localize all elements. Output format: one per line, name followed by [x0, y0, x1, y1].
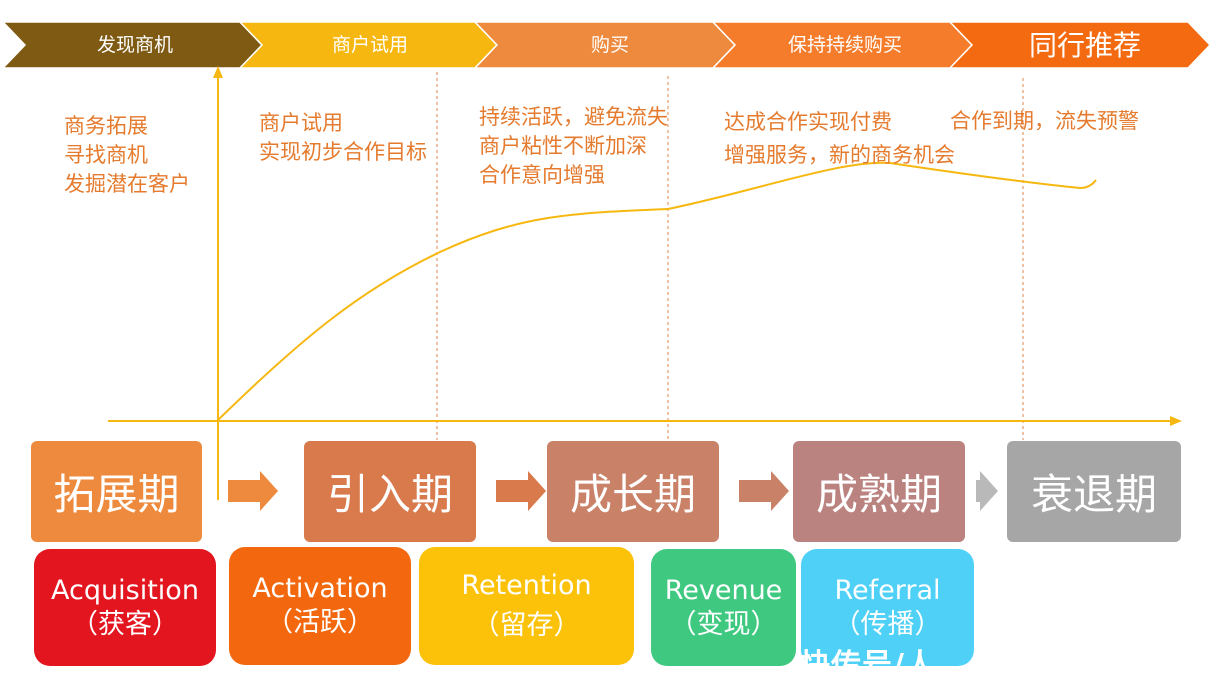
desc-text: 增强服务，新的商务机会 — [724, 143, 955, 167]
desc-text: 发掘潜在客户 — [64, 172, 190, 196]
stage-box-4: 成熟期 — [793, 441, 965, 542]
aarrr-zh: （活跃） — [266, 607, 374, 638]
aarrr-box-3: Retention （留存） — [419, 547, 634, 665]
aarrr-box-4: Revenue （变现） — [651, 549, 796, 666]
aarrr-box-2: Activation （活跃） — [229, 547, 411, 665]
phase-label-5: 同行推荐 — [1028, 29, 1141, 62]
phase-label-2: 商户试用 — [331, 34, 408, 56]
desc-col1: 商务拓展 寻找商机 发掘潜在客户 — [64, 112, 190, 199]
aarrr-en: Referral — [834, 574, 941, 606]
stage-box-1: 拓展期 — [31, 441, 202, 542]
desc-text: 商户粘性不断加深 — [479, 134, 647, 158]
aarrr-en: Revenue — [664, 574, 783, 606]
phase-label-1: 发现商机 — [96, 34, 173, 56]
aarrr-zh: （传播） — [833, 608, 942, 640]
desc-col4: 达成合作实现付费 增强服务，新的商务机会 — [724, 106, 955, 172]
desc-text: 实现初步合作目标 — [259, 140, 427, 164]
watermark: 快传号/人 — [800, 648, 936, 683]
desc-text: 合作意向增强 — [479, 163, 605, 187]
aarrr-box-5: Referral （传播） — [801, 549, 974, 666]
phase-chevron-5 — [948, 21, 1212, 69]
aarrr-en: Acquisition — [51, 574, 199, 606]
phase-banner — [1, 21, 1212, 69]
stage-box-5: 衰退期 — [1007, 441, 1181, 542]
desc-col5: 合作到期，流失预警 — [950, 107, 1139, 136]
aarrr-zh: （获客） — [71, 608, 179, 640]
aarrr-box-1: Acquisition （获客） — [34, 549, 216, 666]
stage-arrow-4 — [976, 471, 998, 511]
phase-label-3: 购买 — [590, 34, 629, 56]
desc-text: 商户试用 — [259, 111, 343, 135]
x-axis-arrow — [1170, 416, 1182, 426]
desc-text: 合作到期，流失预警 — [950, 109, 1139, 133]
desc-text: 商务拓展 — [64, 114, 148, 138]
desc-text: 寻找商机 — [64, 143, 148, 167]
aarrr-en: Retention — [461, 570, 592, 601]
stage-box-2: 引入期 — [304, 441, 476, 542]
y-axis-arrow — [213, 66, 223, 78]
desc-col2: 商户试用 实现初步合作目标 — [259, 109, 427, 167]
phase-label-4: 保持持续购买 — [787, 34, 902, 56]
stage-arrow-2 — [496, 471, 546, 511]
desc-text: 持续活跃，避免流失 — [479, 105, 668, 129]
desc-col3: 持续活跃，避免流失 商户粘性不断加深 合作意向增强 — [479, 103, 668, 190]
aarrr-zh: （留存） — [472, 610, 581, 641]
lifecycle-curve — [217, 161, 1097, 421]
stage-arrow-1 — [228, 471, 278, 511]
aarrr-en: Activation — [252, 573, 388, 604]
stage-arrow-3 — [739, 471, 789, 511]
stage-box-3: 成长期 — [547, 441, 719, 542]
desc-text: 达成合作实现付费 — [724, 110, 892, 134]
aarrr-zh: （变现） — [669, 608, 778, 640]
